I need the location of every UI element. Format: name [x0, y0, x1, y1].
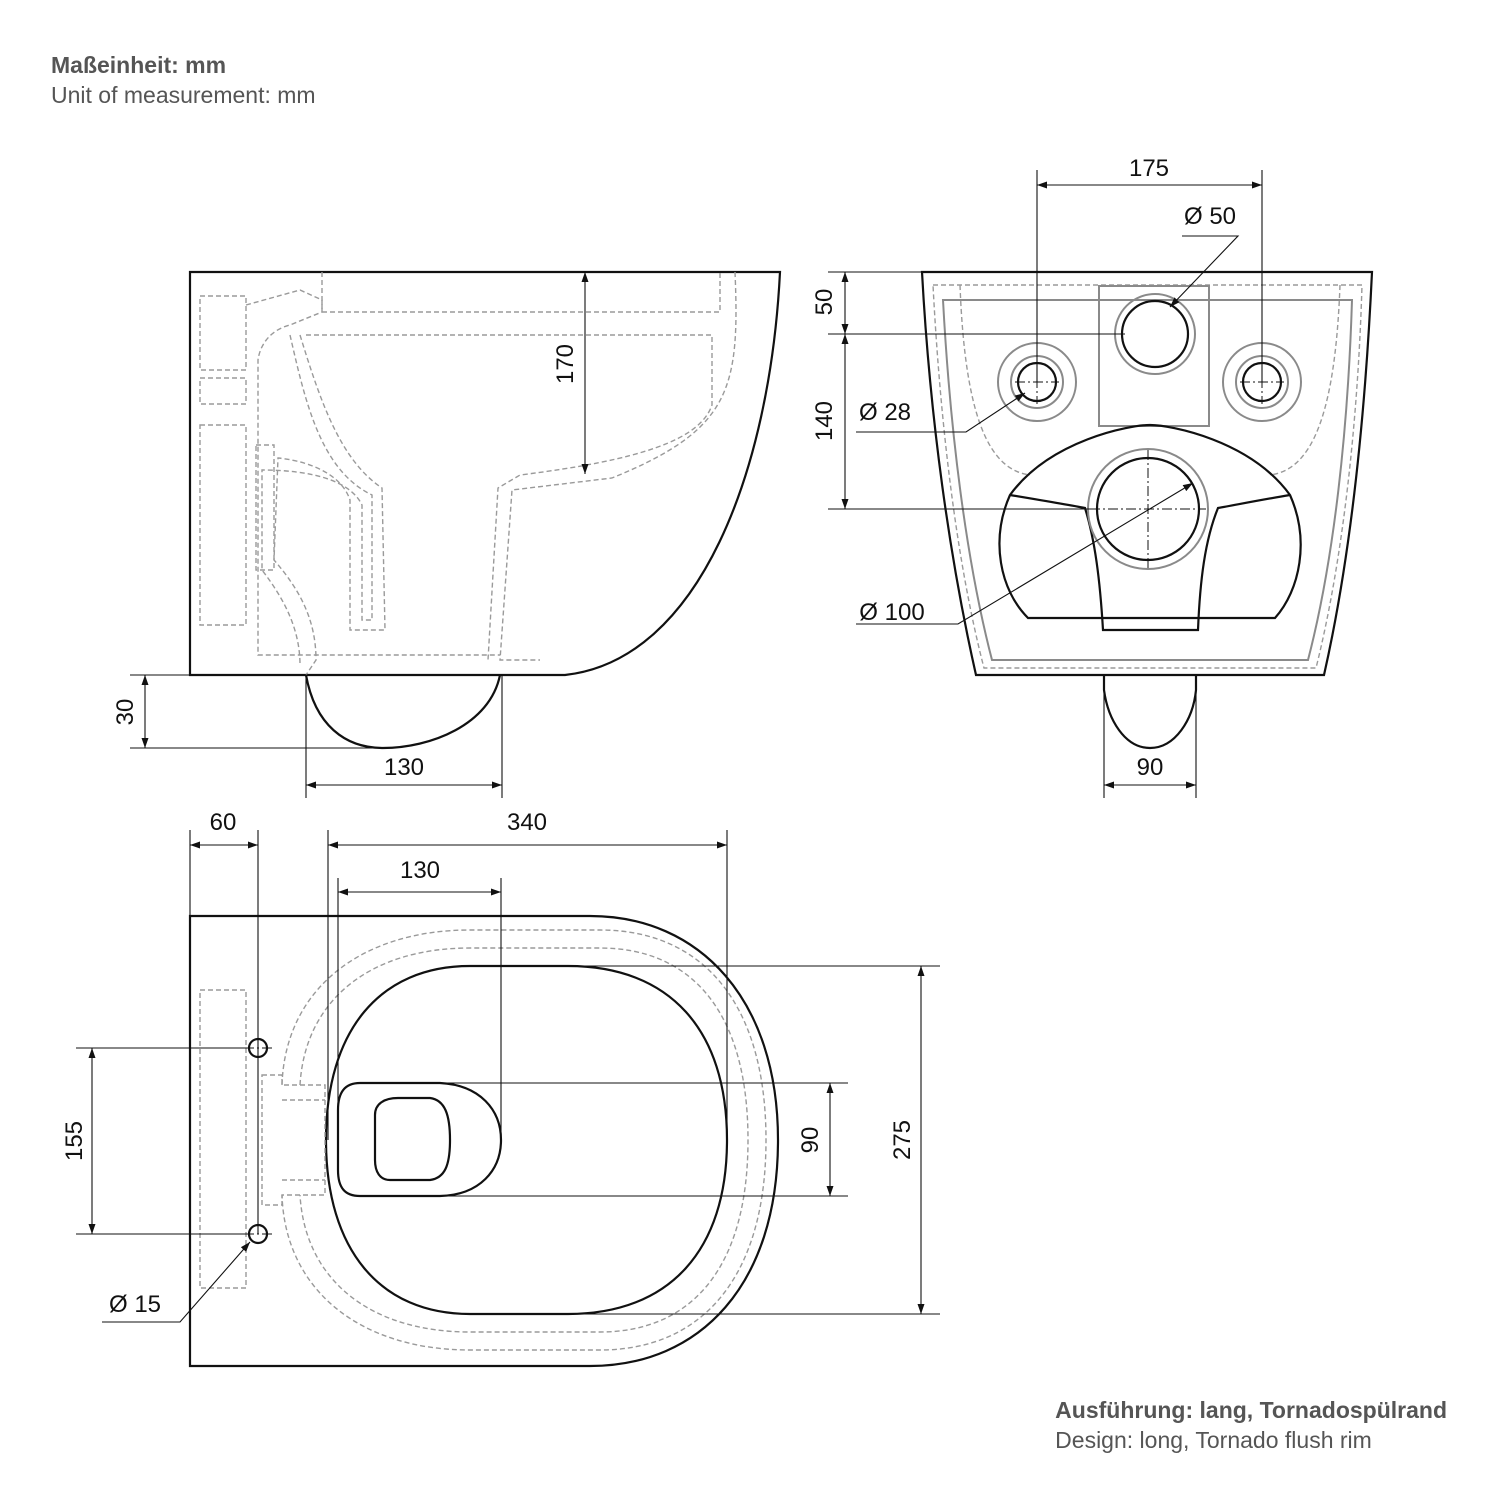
rear-pipe-50 [1120, 299, 1190, 369]
top-hidden-rim [281, 929, 767, 1351]
label-dia-28: Ø 28 [859, 399, 911, 426]
top-outlet-inner [373, 1096, 452, 1182]
rear-outlet-ridge [1009, 493, 1291, 632]
rear-spigot [1102, 675, 1198, 750]
side-hidden-bowl-inner [306, 334, 713, 661]
dim-label-60: 60 [210, 809, 237, 836]
dim-label-340: 340 [507, 809, 547, 836]
leader-dia-28 [856, 392, 1026, 433]
rear-body-outline [920, 270, 1374, 677]
label-dia-50: Ø 50 [1184, 203, 1236, 230]
dim-label-155: 155 [61, 1121, 88, 1161]
rear-outlet-shell [998, 423, 1302, 620]
side-hidden-seal [255, 444, 275, 571]
rear-view: 175 Ø 50 50 140 Ø 28 Ø 100 90 [811, 155, 1374, 798]
top-bowl-opening [324, 964, 729, 1316]
dim-label-90: 90 [1137, 754, 1164, 781]
side-hidden-bracket-top [199, 295, 247, 371]
top-body-outline [188, 914, 780, 1368]
side-hidden-bracket-bottom [199, 424, 247, 626]
top-hidden-inlet [261, 1074, 326, 1206]
design-label-de: Ausführung: lang, Tornadospülrand [1055, 1397, 1447, 1423]
dim-label-140: 140 [811, 401, 838, 441]
dim-label-90-top: 90 [797, 1127, 824, 1154]
rear-center-marks [1015, 360, 1284, 570]
dim-label-130: 130 [384, 754, 424, 781]
design-label-en: Design: long, Tornado flush rim [1055, 1427, 1372, 1453]
rear-inlet-plate [1098, 285, 1210, 427]
side-view: 170 30 130 [112, 270, 782, 798]
side-hidden-trap-inner [261, 334, 373, 666]
leader-dia-50 [1169, 235, 1240, 308]
side-hidden-trap [273, 334, 386, 676]
leader-dia-100 [856, 482, 1194, 625]
design-footer: Ausführung: lang, Tornadospülrand Design… [1055, 1395, 1447, 1455]
dim-label-130-top: 130 [400, 857, 440, 884]
dim-label-170: 170 [552, 344, 579, 384]
leader-dia-15 [102, 1241, 251, 1323]
rear-pipe-50-ring [1114, 293, 1196, 375]
label-dia-100: Ø 100 [859, 599, 924, 626]
dim-label-30: 30 [112, 699, 139, 726]
rear-inner-frame [941, 299, 1354, 661]
label-dia-15: Ø 15 [109, 1291, 161, 1318]
top-view: 60 340 130 155 Ø 15 90 275 [61, 809, 940, 1368]
side-hidden-inlet [245, 289, 500, 656]
dim-label-175: 175 [1129, 155, 1169, 182]
side-outlet-spigot [304, 674, 502, 750]
dim-label-275: 275 [889, 1120, 916, 1160]
unit-label-de: Maßeinheit: mm [51, 52, 227, 78]
rear-hidden-rim [932, 284, 1363, 669]
top-hidden-bracket [199, 989, 247, 1289]
side-body-outline [188, 270, 782, 677]
top-hidden-rim-inner [299, 947, 749, 1333]
side-hidden-bracket-mid [199, 377, 247, 405]
dim-label-50: 50 [811, 289, 838, 316]
rear-hidden-bowl [959, 284, 1341, 476]
unit-header: Maßeinheit: mm Unit of measurement: mm [51, 50, 316, 110]
side-hidden-bowl-outer [321, 271, 737, 661]
unit-label-en: Unit of measurement: mm [51, 82, 316, 108]
